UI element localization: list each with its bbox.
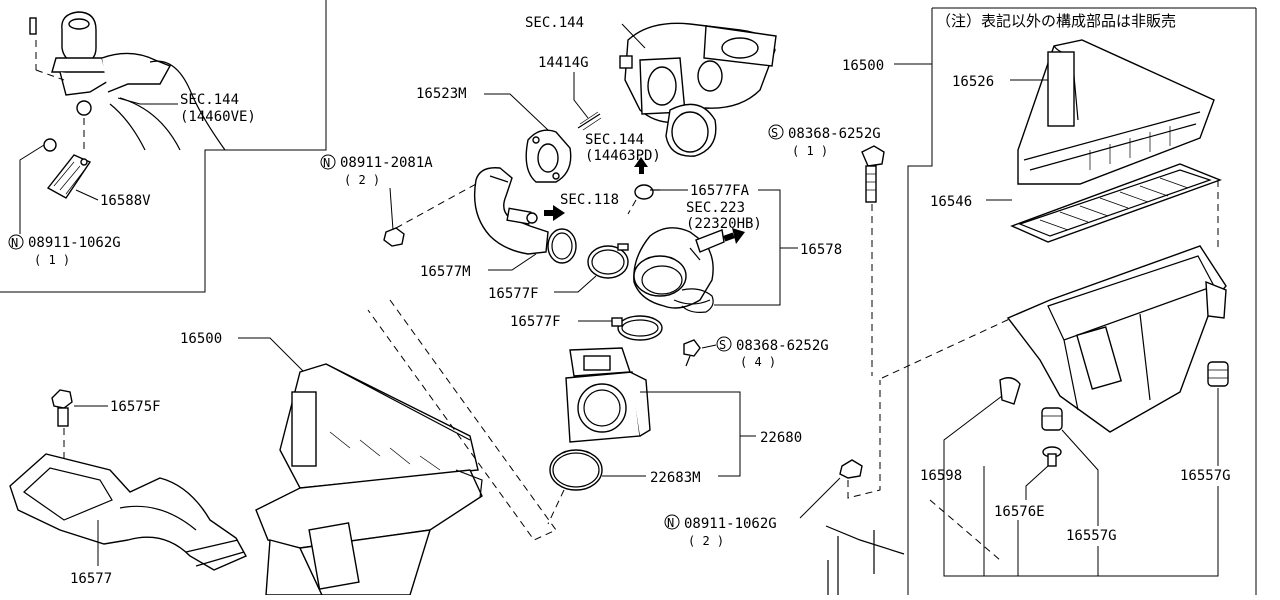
nut-08911-1062g-mid-drawing xyxy=(839,380,881,499)
label-16575f: 16575F xyxy=(110,399,161,415)
label-08911-2081a: 08911-2081A xyxy=(340,155,433,171)
nut-symbol-letter: N xyxy=(11,236,18,250)
nut-symbol-2081a-icon xyxy=(320,154,336,170)
label-sec144-14463: SEC.144 xyxy=(585,132,644,148)
label-16523m: 16523M xyxy=(416,86,467,102)
bolt-08368-lower-drawing xyxy=(683,339,701,367)
o-ring-22683m-drawing xyxy=(549,449,603,491)
bushing-16576e-drawing xyxy=(1042,446,1062,467)
label-16577fa: 16577FA xyxy=(690,183,750,199)
label-16577: 16577 xyxy=(70,571,112,587)
label-22683m: 22683M xyxy=(650,470,701,486)
air-flow-meter-22680-drawing xyxy=(565,347,651,443)
label-08911-1062g-inset-qty: ( 1 ) xyxy=(34,253,70,267)
label-16598: 16598 xyxy=(920,468,962,484)
clamp-16577f-upper-drawing xyxy=(587,243,629,279)
arrow-up-icon xyxy=(634,157,648,174)
label-sec144-top: SEC.144 xyxy=(525,15,584,31)
clip-16598-drawing xyxy=(999,377,1021,405)
gasket-16523m-drawing xyxy=(525,129,572,183)
label-16577f-lower: 16577F xyxy=(510,314,561,330)
label-16557g-bottom: 16557G xyxy=(1066,528,1117,544)
nut-symbol-icon xyxy=(8,234,24,250)
arrow-right-sec118-icon xyxy=(544,205,565,221)
inlet-tube-16577m-drawing xyxy=(473,167,577,264)
turbocharger-drawing xyxy=(619,22,777,157)
screw-symbol-lower-letter: S xyxy=(719,338,726,352)
air-duct-16577-drawing xyxy=(9,453,247,571)
nut-symbol-2081a-letter: N xyxy=(323,156,330,170)
label-sec118: SEC.118 xyxy=(560,192,619,208)
label-08911-1062g-inset: 08911-1062G xyxy=(28,235,121,251)
label-14463pd: (14463PD) xyxy=(585,148,661,164)
label-08911-1062g-mid: 08911-1062G xyxy=(684,516,777,532)
air-cleaner-cover-16526-drawing xyxy=(1017,39,1215,185)
clamp-16577fa-drawing xyxy=(627,184,660,215)
screw-symbol-upper-icon xyxy=(768,124,784,140)
label-08368-lower-qty: ( 4 ) xyxy=(740,355,776,369)
grommet-16557g-drawing xyxy=(1207,361,1229,387)
air-duct-16578-drawing xyxy=(633,227,725,313)
label-16500-left: 16500 xyxy=(180,331,222,347)
label-08911-1062g-mid-qty: ( 2 ) xyxy=(688,534,724,548)
filter-element-16546-drawing xyxy=(1010,163,1222,243)
label-16577m: 16577M xyxy=(420,264,471,280)
label-16546: 16546 xyxy=(930,194,972,210)
label-16526: 16526 xyxy=(952,74,994,90)
label-16588v: 16588V xyxy=(100,193,151,209)
inset-frame xyxy=(0,0,327,293)
label-22680: 22680 xyxy=(760,430,802,446)
air-cleaner-assembly-left-drawing xyxy=(255,363,483,596)
label-22320hb: (22320HB) xyxy=(686,216,762,232)
label-16577f-upper: 16577F xyxy=(488,286,539,302)
label-08368-upper: 08368-6252G xyxy=(788,126,881,142)
bolt-16575f-drawing xyxy=(51,389,73,530)
label-sec223: SEC.223 xyxy=(686,200,745,216)
nut-symbol-mid-icon xyxy=(664,514,680,530)
label-16557g-right: 16557G xyxy=(1180,468,1231,484)
stud-14414g-drawing xyxy=(577,111,602,131)
nut-08911-2081a-drawing xyxy=(383,183,477,247)
label-14414g: 14414G xyxy=(538,55,589,71)
egr-valve-drawing xyxy=(29,11,226,152)
mount-bracket-drawing xyxy=(825,499,1001,595)
label-08368-lower: 08368-6252G xyxy=(736,338,829,354)
grommet-16557g-bottom-drawing xyxy=(1041,407,1063,431)
label-14460ve: (14460VE) xyxy=(180,109,256,125)
screw-symbol-upper-letter: S xyxy=(771,126,778,140)
note-not-sold: （注）表記以外の構成部品は非販売 xyxy=(936,12,1176,30)
bolt-08368-upper-drawing xyxy=(861,145,885,376)
label-08368-upper-qty: ( 1 ) xyxy=(792,144,828,158)
label-08911-2081a-qty: ( 2 ) xyxy=(344,173,380,187)
right-frame xyxy=(907,7,1257,595)
screw-symbol-lower-icon xyxy=(716,336,732,352)
label-16500-right: 16500 xyxy=(842,58,884,74)
clamp-16577f-lower-drawing xyxy=(611,315,663,341)
label-16576e: 16576E xyxy=(994,504,1045,520)
label-sec144-inset: SEC.144 xyxy=(180,92,239,108)
label-16578: 16578 xyxy=(800,242,842,258)
arrow-right-sec223-icon xyxy=(723,228,745,244)
bracket-16588v-drawing xyxy=(43,138,92,199)
air-cleaner-body-right-drawing xyxy=(1006,245,1227,433)
nut-symbol-mid-letter: N xyxy=(667,516,674,530)
